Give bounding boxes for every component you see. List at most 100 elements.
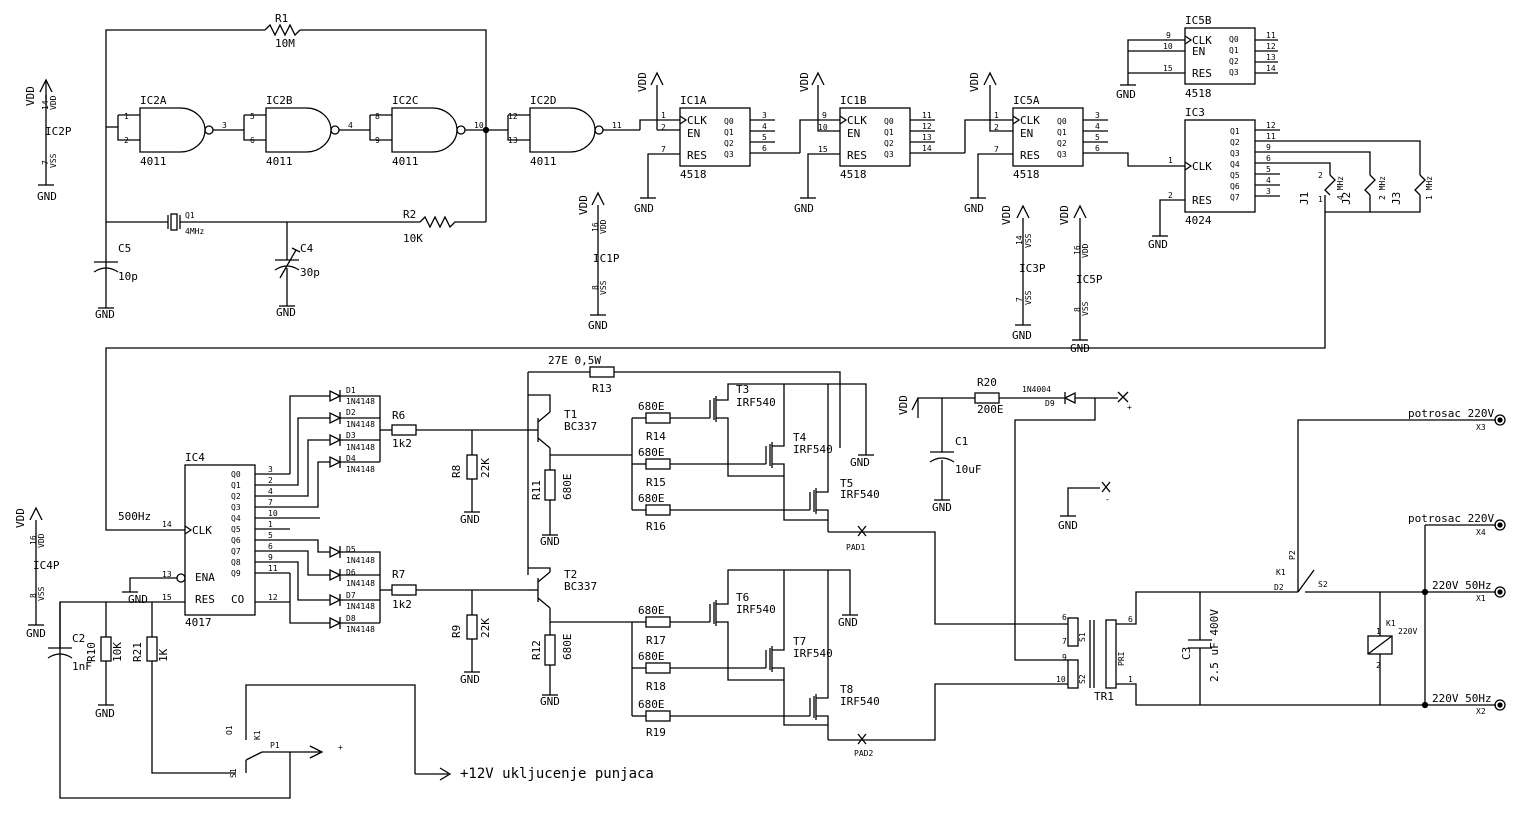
schematic-label: 12 bbox=[268, 593, 278, 602]
schematic-label: GND bbox=[1148, 238, 1168, 251]
schematic-label: CLK bbox=[192, 524, 212, 537]
schematic-label: EN bbox=[1020, 127, 1033, 140]
schematic-label: X2 bbox=[1476, 707, 1486, 716]
schematic-label: R19 bbox=[646, 726, 666, 739]
schematic-label: GND bbox=[128, 593, 148, 606]
schematic-label: IC2B bbox=[266, 94, 293, 107]
schematic-label: 10 bbox=[474, 121, 484, 130]
schematic-label: IC4 bbox=[185, 451, 205, 464]
schematic-label: RES bbox=[1192, 67, 1212, 80]
terminal-x2 bbox=[1494, 699, 1506, 711]
schematic-label: Q5 bbox=[1230, 171, 1240, 180]
schematic-label: 13 bbox=[1266, 53, 1276, 62]
schematic-label: Q8 bbox=[231, 558, 241, 567]
schematic-label: CLK bbox=[1192, 34, 1212, 47]
schematic-label: VSS bbox=[37, 586, 46, 601]
schematic-label: IRF540 bbox=[840, 488, 880, 501]
schematic-label: IC4P bbox=[33, 559, 60, 572]
schematic-label: CLK bbox=[687, 114, 707, 127]
schematic-label: 1 bbox=[268, 520, 273, 529]
ic3-counter: IC3 4024 CLK RES Q1 Q2 Q3 Q4 Q5 Q6 Q7 1 … bbox=[105, 106, 1434, 531]
schematic-label: 4 bbox=[348, 121, 353, 130]
schematic-label: 13 bbox=[162, 570, 172, 579]
schematic-label: TR1 bbox=[1094, 690, 1114, 703]
schematic-label: 16 bbox=[29, 535, 38, 545]
schematic-label: 4 bbox=[1266, 176, 1271, 185]
schematic-label: potrosac 220V bbox=[1408, 407, 1494, 420]
schematic-label: IC2P bbox=[45, 125, 72, 138]
schematic-label: Q3 bbox=[231, 503, 241, 512]
schematic-label: 11 bbox=[268, 564, 278, 573]
schematic-label: 15 bbox=[1163, 64, 1173, 73]
schematic-label: BC337 bbox=[564, 420, 597, 433]
schematic-label: 2 bbox=[994, 123, 999, 132]
schematic-label: T4 bbox=[793, 431, 807, 444]
schematic-label: 4 bbox=[268, 487, 273, 496]
schematic-label: R6 bbox=[392, 409, 405, 422]
ic1b-counter: IC1B 4518 CLK EN RES Q0 Q1 Q2 Q3 VDD GND… bbox=[794, 71, 965, 215]
schematic-label: IRF540 bbox=[840, 695, 880, 708]
schematic-label: 4 MHz bbox=[1336, 176, 1345, 200]
schematic-label: Q3 bbox=[1057, 150, 1067, 159]
schematic-label: P1 bbox=[270, 741, 280, 750]
schematic-label: RES bbox=[847, 149, 867, 162]
schematic-label: VSS bbox=[1024, 233, 1033, 248]
schematic-label: 220V bbox=[1398, 627, 1417, 636]
schematic-label: 1N4148 bbox=[346, 579, 375, 588]
schematic-label: 220V 50Hz bbox=[1432, 692, 1492, 705]
schematic-label: K1 bbox=[253, 730, 262, 740]
q1-value: 4MHz bbox=[185, 227, 204, 236]
schematic-label: RES bbox=[195, 593, 215, 606]
r2-label: R2 bbox=[403, 208, 416, 221]
schematic-label: Q1 bbox=[724, 128, 734, 137]
schematic-label: GND bbox=[588, 319, 608, 332]
power-ic4p: VDD 16 VDD IC4P 8 VSS GND bbox=[14, 506, 60, 640]
schematic-label: 12 bbox=[922, 122, 932, 131]
terminal-x4 bbox=[1494, 519, 1506, 531]
schematic-label: BC337 bbox=[564, 580, 597, 593]
schematic-label: 2 bbox=[1318, 171, 1323, 180]
schematic-label: IRF540 bbox=[793, 443, 833, 456]
schematic-label: + bbox=[1127, 403, 1132, 412]
schematic-label: Q7 bbox=[231, 547, 241, 556]
schematic-label: T8 bbox=[840, 683, 853, 696]
schematic-label: 27E 0,5W bbox=[548, 354, 601, 367]
schematic-label: 4011 bbox=[530, 155, 557, 168]
power-ic5p: VDD 16 VDD IC5P 8 VSS GND bbox=[1058, 204, 1103, 355]
schematic-label: O1 bbox=[225, 725, 234, 735]
schematic-label: IRF540 bbox=[736, 603, 776, 616]
schematic-label: VDD bbox=[1058, 205, 1071, 225]
schematic-label: IC2C bbox=[392, 94, 419, 107]
schematic-label: EN bbox=[847, 127, 860, 140]
schematic-label: 14 bbox=[162, 520, 172, 529]
schematic-label: EN bbox=[1192, 45, 1205, 58]
schematic-label: 5 bbox=[268, 531, 273, 540]
schematic-label: R12 bbox=[530, 640, 543, 660]
schematic-label: 1 bbox=[661, 111, 666, 120]
schematic-label: R13 bbox=[592, 382, 612, 395]
schematic-label: GND bbox=[276, 306, 296, 319]
schematic-label: 4011 bbox=[266, 155, 293, 168]
schematic-label: GND bbox=[95, 707, 115, 720]
schematic-label: PAD2 bbox=[854, 749, 873, 758]
schematic-label: 10 bbox=[268, 509, 278, 518]
schematic-label: CLK bbox=[1020, 114, 1040, 127]
schematic-label: Q3 bbox=[1229, 68, 1239, 77]
schematic-label: 1nF bbox=[72, 660, 92, 673]
schematic-label: IC2D bbox=[530, 94, 557, 107]
schematic-label: IC5A bbox=[1013, 94, 1040, 107]
schematic-label: 11 bbox=[612, 121, 622, 130]
charger-caption: +12V ukljucenje punjaca bbox=[460, 766, 654, 782]
ic5b-counter: IC5B 4518 CLK EN RES Q0 Q1 Q2 Q3 GND 9 1… bbox=[1116, 14, 1278, 101]
schematic-label: Q1 bbox=[1229, 46, 1239, 55]
schematic-label: 9 bbox=[1062, 653, 1067, 662]
schematic-label: S1 bbox=[1078, 632, 1087, 642]
schematic-label: 680E bbox=[561, 474, 574, 501]
schematic-label: 6 bbox=[1095, 144, 1100, 153]
mosfet-bank: T3 IRF540 T4 IRF540 T5 IRF540 GND T6 IRF… bbox=[709, 383, 1068, 758]
schematic-label: 9 bbox=[1166, 31, 1171, 40]
q-outputs bbox=[255, 473, 320, 574]
schematic-label: CLK bbox=[1192, 160, 1212, 173]
schematic-label: S1 bbox=[229, 768, 238, 778]
schematic-label: 6 bbox=[268, 542, 273, 551]
